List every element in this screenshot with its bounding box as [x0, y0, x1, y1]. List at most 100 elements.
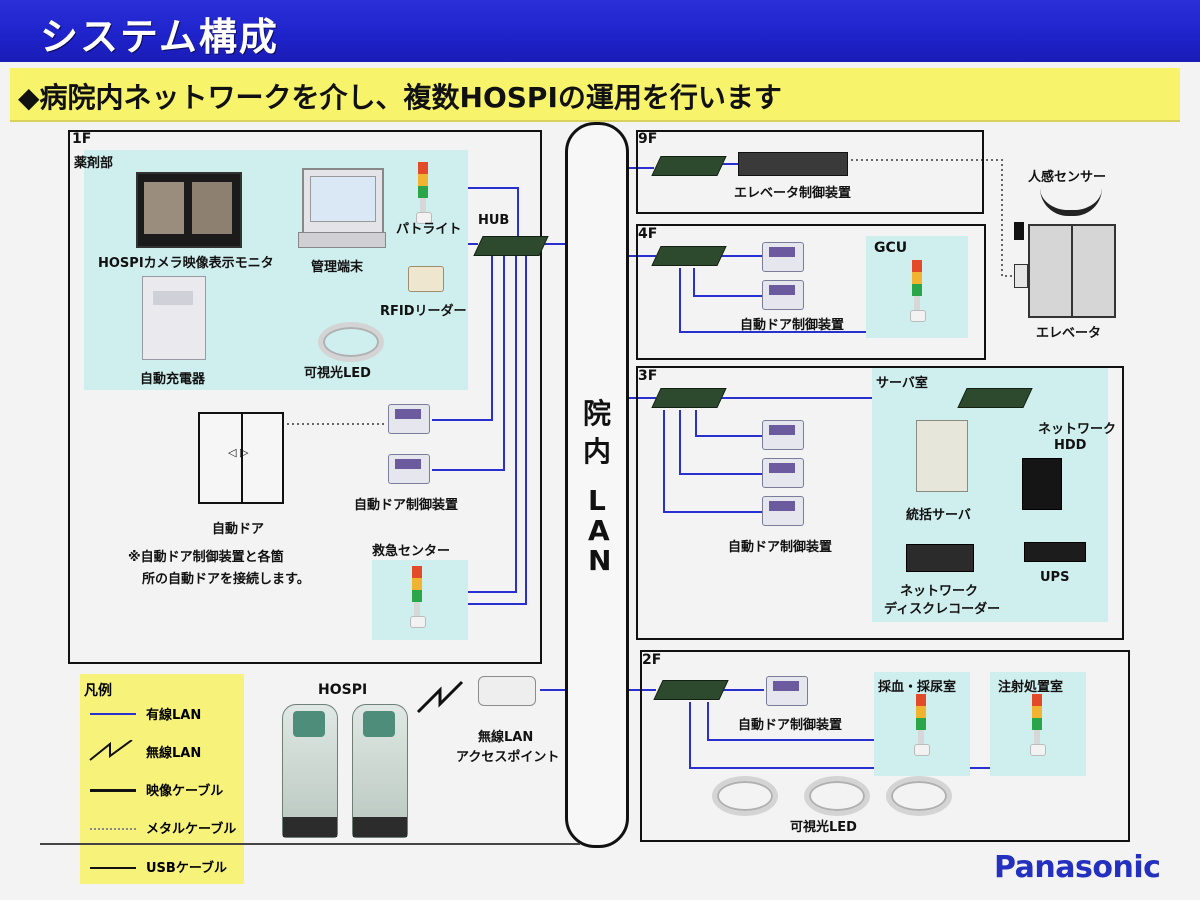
lan-hub-ctl2 [432, 254, 505, 471]
hub-icon [651, 246, 727, 266]
terminal-label: 管理端末 [311, 260, 364, 275]
patlite-icon [1030, 694, 1046, 756]
wireless-label-1: 無線LAN [478, 730, 534, 745]
gcu-label: GCU [874, 240, 908, 256]
vlc-led-icon [804, 776, 870, 816]
nas-label-2: HDD [1054, 438, 1087, 453]
sensor-label: 人感センサー [1028, 170, 1107, 185]
elevator-button-icon [1014, 264, 1028, 288]
hub-icon [651, 388, 727, 408]
lan-3f-ctl1 [695, 410, 762, 437]
floor-3-label: 3F [638, 368, 658, 384]
lan-char-2: 内 [583, 435, 612, 468]
hub-icon [653, 680, 729, 700]
floor-4-label: 4F [638, 226, 658, 242]
vlc-led-label: 可視光LED [790, 820, 857, 835]
legend-line-metal [90, 828, 136, 830]
legend-wired: 有線LAN [146, 708, 202, 723]
patlite-label: パトライト [396, 222, 462, 237]
lan-char-4: A [588, 514, 610, 547]
ups-icon [1024, 542, 1086, 562]
pharmacy-label: 薬剤部 [74, 156, 114, 171]
note-line-2: 所の自動ドアを接続します。 [142, 572, 310, 587]
disk-recorder-icon [906, 544, 974, 572]
rfid-reader-icon [408, 266, 444, 292]
wireless-ap-icon [478, 676, 536, 706]
vlc-led-icon [318, 322, 384, 362]
lan-char-1: 院 [583, 397, 612, 430]
door-controller-label: 自動ドア制御装置 [740, 318, 845, 333]
vlc-led-label: 可視光LED [304, 366, 371, 381]
title-bar: システム構成 [0, 0, 1200, 62]
charger-icon [142, 276, 206, 360]
door-arrows-icon: ◁ ▷ [228, 446, 249, 459]
door-controller-label: 自動ドア制御装置 [728, 540, 833, 555]
lan-3f-ctl2 [679, 410, 762, 475]
door-controller-icon [388, 404, 430, 434]
camera-monitor [136, 172, 242, 248]
door-controller-icon [762, 458, 804, 488]
lan-3f-ctl3 [663, 410, 762, 513]
door-controller-icon [762, 280, 804, 310]
floor-3-panel [636, 366, 1124, 640]
elevator-icon [1028, 224, 1116, 318]
door-controller-icon [388, 454, 430, 484]
vlc-led-icon [712, 776, 778, 816]
charger-label: 自動充電器 [140, 372, 206, 387]
legend-box [80, 674, 244, 884]
floor-1-panel [68, 130, 542, 664]
hub-icon [957, 388, 1033, 408]
brand-logo: Panasonic [994, 850, 1161, 885]
hospi-robot-icon [352, 704, 408, 838]
rfid-label: RFIDリーダー [380, 304, 467, 319]
hub-label: HUB [478, 213, 510, 228]
motion-sensor-icon [1040, 188, 1102, 216]
legend-wireless: 無線LAN [146, 746, 202, 761]
floor-2-panel [640, 650, 1130, 842]
door-controller-icon [762, 242, 804, 272]
auto-door-icon [198, 412, 284, 504]
hub-icon [473, 236, 549, 256]
server-room-area [872, 368, 1108, 622]
page-title: システム構成 [40, 15, 279, 59]
vlc-led-icon [886, 776, 952, 816]
elevator-controller-icon [738, 152, 848, 176]
floor-9-panel [636, 130, 984, 214]
elevator-label: エレベータ [1036, 326, 1102, 341]
legend-line-wireless [89, 740, 133, 761]
lan-hub-ctl1 [432, 254, 493, 421]
injection-room-label: 注射処置室 [998, 680, 1064, 695]
patlite-icon [914, 694, 930, 756]
door-controller-label: 自動ドア制御装置 [354, 498, 459, 513]
legend-line-wired [90, 713, 136, 715]
hub-icon [651, 156, 727, 176]
server-room-label: サーバ室 [876, 376, 928, 391]
laptop-keyboard [298, 232, 386, 248]
floor-9-label: 9F [638, 131, 658, 147]
legend-usb: USBケーブル [146, 861, 228, 876]
recorder-label-1: ネットワーク [900, 584, 979, 599]
floor-2-label: 2F [642, 652, 662, 668]
legend-line-video [90, 789, 136, 792]
wireless-label-2: アクセスポイント [456, 750, 560, 765]
door-controller-icon [762, 420, 804, 450]
lan-char-5: N [588, 544, 612, 577]
legend-title: 凡例 [84, 683, 112, 699]
legend-line-usb [90, 867, 136, 869]
server-label: 統括サーバ [906, 508, 971, 523]
patlite-icon [416, 162, 432, 224]
footer-divider [40, 843, 580, 845]
lan-4f-ctl2 [693, 268, 762, 297]
recorder-label-2: ディスクレコーダー [884, 602, 1001, 617]
network-hdd-icon [1022, 458, 1062, 510]
floor-1-label: 1F [72, 131, 92, 147]
blood-room-label: 採血・採尿室 [878, 680, 957, 695]
lan-char-3: L [588, 484, 606, 517]
ups-label: UPS [1040, 570, 1070, 585]
emergency-label: 救急センター [372, 544, 451, 559]
subtitle-bar: ◆病院内ネットワークを介し、複数HOSPIの運用を行います [10, 68, 1180, 122]
patlite-icon [410, 566, 426, 628]
door-controller-label: 自動ドア制御装置 [738, 718, 843, 733]
hospital-lan-bus [565, 122, 629, 848]
